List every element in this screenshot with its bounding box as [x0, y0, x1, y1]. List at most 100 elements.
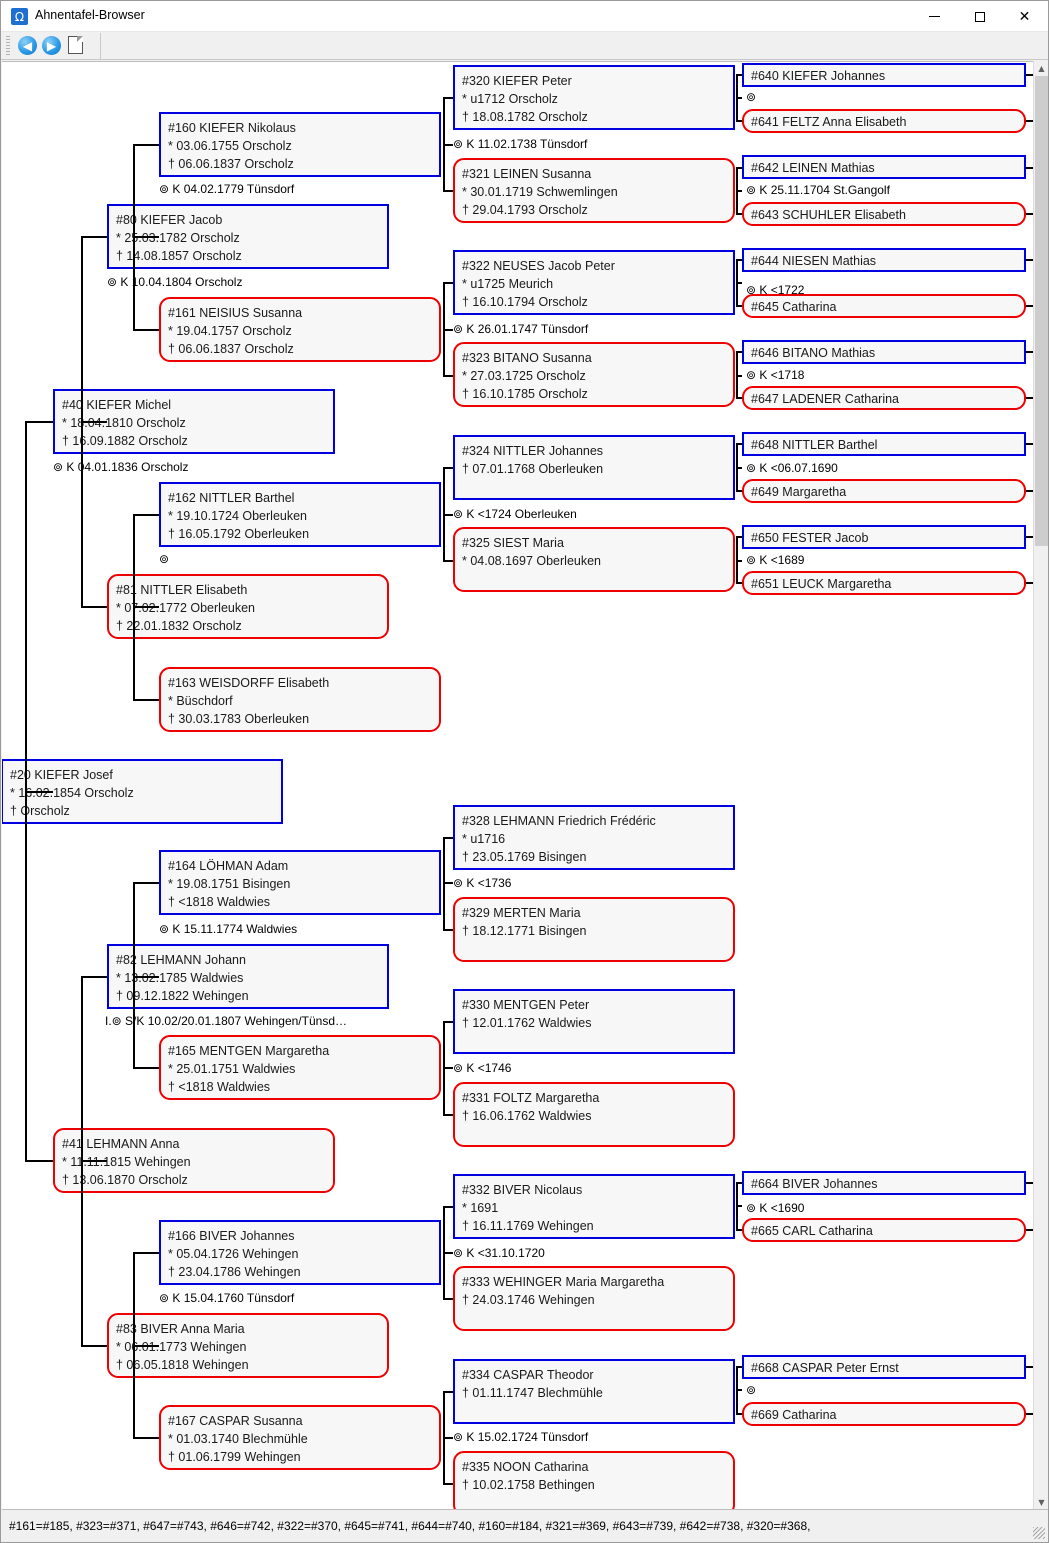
marriage-label-321: ⊚ K 25.11.1704 St.Gangolf	[746, 183, 890, 197]
person-node-82[interactable]: #82 LEHMANN Johann* 13.02.1785 Waldwies†…	[107, 944, 389, 1009]
resize-grip[interactable]	[1033, 1527, 1045, 1539]
connector	[736, 259, 742, 261]
person-line-1: #20 KIEFER Josef	[10, 768, 113, 782]
person-line-2: * u1712 Orscholz	[462, 92, 558, 106]
marriage-label-20: ⊚ K 04.01.1836 Orscholz	[53, 460, 189, 474]
person-node-651[interactable]: #651 LEUCK Margaretha	[742, 571, 1026, 595]
person-node-162[interactable]: #162 NITTLER Barthel* 19.10.1724 Oberleu…	[159, 482, 441, 547]
person-node-321[interactable]: #321 LEINEN Susanna* 30.01.1719 Schwemli…	[453, 158, 735, 223]
connector	[1026, 305, 1034, 307]
person-node-320[interactable]: #320 KIEFER Peter* u1712 Orscholz† 18.08…	[453, 65, 735, 130]
person-node-335[interactable]: #335 NOON Catharina† 10.02.1758 Bethinge…	[453, 1451, 735, 1511]
person-node-166[interactable]: #166 BIVER Johannes* 05.04.1726 Wehingen…	[159, 1220, 441, 1285]
person-line-1: #645 Catharina	[751, 300, 837, 314]
person-node-664[interactable]: #664 BIVER Johannes	[742, 1171, 1026, 1195]
person-node-648[interactable]: #648 NITTLER Barthel	[742, 432, 1026, 456]
connector	[736, 351, 742, 353]
connector	[25, 1160, 53, 1162]
person-node-644[interactable]: #644 NIESEN Mathias	[742, 248, 1026, 272]
person-node-647[interactable]: #647 LADENER Catharina	[742, 386, 1026, 410]
person-line-1: #641 FELTZ Anna Elisabeth	[751, 115, 907, 129]
person-node-163[interactable]: #163 WEISDORFF Elisabeth* Büschdorf† 30.…	[159, 667, 441, 732]
new-document-icon[interactable]	[66, 36, 86, 56]
person-line-1: #323 BITANO Susanna	[462, 351, 592, 365]
person-node-669[interactable]: #669 Catharina	[742, 1402, 1026, 1426]
person-line-1: #665 CARL Catharina	[751, 1224, 873, 1238]
person-line-1: #648 NITTLER Barthel	[751, 438, 878, 452]
marriage-label-167: ⊚ K 15.02.1724 Tünsdorf	[453, 1430, 589, 1444]
person-node-328[interactable]: #328 LEHMANN Friedrich Frédéric* u1716† …	[453, 805, 735, 870]
person-node-322[interactable]: #322 NEUSES Jacob Peter* u1725 Meurich† …	[453, 250, 735, 315]
person-line-1: #163 WEISDORFF Elisabeth	[168, 676, 330, 690]
scrollbar-thumb[interactable]	[1035, 76, 1048, 546]
connector	[1026, 1229, 1034, 1231]
person-node-167[interactable]: #167 CASPAR Susanna* 01.03.1740 Blechmüh…	[159, 1405, 441, 1470]
person-node-645[interactable]: #645 Catharina	[742, 294, 1026, 318]
connector	[443, 1206, 453, 1208]
person-node-333[interactable]: #333 WEHINGER Maria Margaretha† 24.03.17…	[453, 1266, 735, 1331]
person-node-642[interactable]: #642 LEINEN Mathias	[742, 155, 1026, 179]
person-node-323[interactable]: #323 BITANO Susanna* 27.03.1725 Orscholz…	[453, 342, 735, 407]
connector	[736, 259, 738, 305]
vertical-scrollbar[interactable]: ▲ ▼	[1033, 61, 1048, 1510]
person-node-668[interactable]: #668 CASPAR Peter Ernst	[742, 1355, 1026, 1379]
person-line-1: #162 NITTLER Barthel	[168, 491, 295, 505]
status-bar: #161=#185, #323=#371, #647=#743, #646=#7…	[2, 1509, 1048, 1541]
connector	[736, 120, 742, 122]
person-node-640[interactable]: #640 KIEFER Johannes	[742, 63, 1026, 87]
marriage-label-82: ⊚ K 15.11.1774 Waldwies	[159, 922, 298, 936]
person-node-649[interactable]: #649 Margaretha	[742, 479, 1026, 503]
minimize-button[interactable]	[912, 1, 957, 32]
connector	[736, 490, 742, 492]
person-node-646[interactable]: #646 BITANO Mathias	[742, 340, 1026, 364]
connector	[443, 190, 453, 192]
person-node-164[interactable]: #164 LÖHMAN Adam* 19.08.1751 Bisingen† <…	[159, 850, 441, 915]
marriage-label-320: ⊚	[746, 90, 757, 104]
person-node-641[interactable]: #641 FELTZ Anna Elisabeth	[742, 109, 1026, 133]
person-node-324[interactable]: #324 NITTLER Johannes† 07.01.1768 Oberle…	[453, 435, 735, 500]
close-button[interactable]: ✕	[1018, 8, 1031, 25]
connector	[443, 282, 453, 284]
scroll-up-icon[interactable]: ▲	[1038, 64, 1045, 73]
person-line-3: † 16.10.1794 Orscholz	[462, 295, 588, 309]
person-node-330[interactable]: #330 MENTGEN Peter† 12.01.1762 Waldwies	[453, 989, 735, 1054]
person-node-334[interactable]: #334 CASPAR Theodor† 01.11.1747 Blechmüh…	[453, 1359, 735, 1424]
person-node-160[interactable]: #160 KIEFER Nikolaus* 03.06.1755 Orschol…	[159, 112, 441, 177]
scroll-down-icon[interactable]: ▼	[1038, 1498, 1045, 1507]
person-node-665[interactable]: #665 CARL Catharina	[742, 1218, 1026, 1242]
connector	[736, 305, 742, 307]
connector	[736, 443, 738, 490]
connector	[736, 536, 738, 582]
person-line-2: † 01.11.1747 Blechmühle	[462, 1386, 603, 1400]
connector	[1026, 397, 1034, 399]
connector	[1026, 259, 1034, 261]
person-node-643[interactable]: #643 SCHUHLER Elisabeth	[742, 202, 1026, 226]
person-node-161[interactable]: #161 NEISIUS Susanna* 19.04.1757 Orschol…	[159, 297, 441, 362]
person-line-3: † 09.12.1822 Wehingen	[116, 989, 249, 1003]
person-line-1: #331 FOLTZ Margaretha	[462, 1091, 600, 1105]
person-line-2: † 16.06.1762 Waldwies	[462, 1109, 592, 1123]
person-node-331[interactable]: #331 FOLTZ Margaretha † 16.06.1762 Waldwi…	[453, 1082, 735, 1147]
marriage-label-81: ⊚	[159, 552, 170, 566]
person-line-1: #669 Catharina	[751, 1408, 837, 1422]
toolbar-grip[interactable]	[6, 36, 10, 56]
connector	[736, 1366, 742, 1368]
ancestor-tree-canvas[interactable]: #320 KIEFER Peter* u1712 Orscholz† 18.08…	[2, 61, 1034, 1511]
person-line-2: * 11.11.1815 Wehingen	[62, 1155, 191, 1169]
person-line-2: * 18.04.1810 Orscholz	[62, 416, 186, 430]
connector	[736, 167, 738, 213]
toolbar: ◀ ▶	[1, 32, 1048, 60]
connector	[736, 351, 738, 397]
person-node-650[interactable]: #650 FESTER Jacob	[742, 525, 1026, 549]
forward-button[interactable]: ▶	[42, 36, 62, 56]
person-node-332[interactable]: #332 BIVER Nicolaus* 1691† 16.11.1769 We…	[453, 1174, 735, 1239]
person-node-325[interactable]: #325 SIEST Maria* 04.08.1697 Oberleuken	[453, 527, 735, 592]
person-node-329[interactable]: #329 MERTEN Maria† 18.12.1771 Bisingen	[453, 897, 735, 962]
person-line-1: #83 BIVER Anna Maria	[116, 1322, 245, 1336]
person-line-3: † 06.06.1837 Orscholz	[168, 342, 294, 356]
connector	[81, 236, 107, 238]
maximize-button[interactable]	[957, 1, 1002, 32]
back-button[interactable]: ◀	[18, 36, 38, 56]
person-node-165[interactable]: #165 MENTGEN Margaretha* 25.01.1751 Wald…	[159, 1035, 441, 1100]
connector	[443, 1391, 453, 1393]
